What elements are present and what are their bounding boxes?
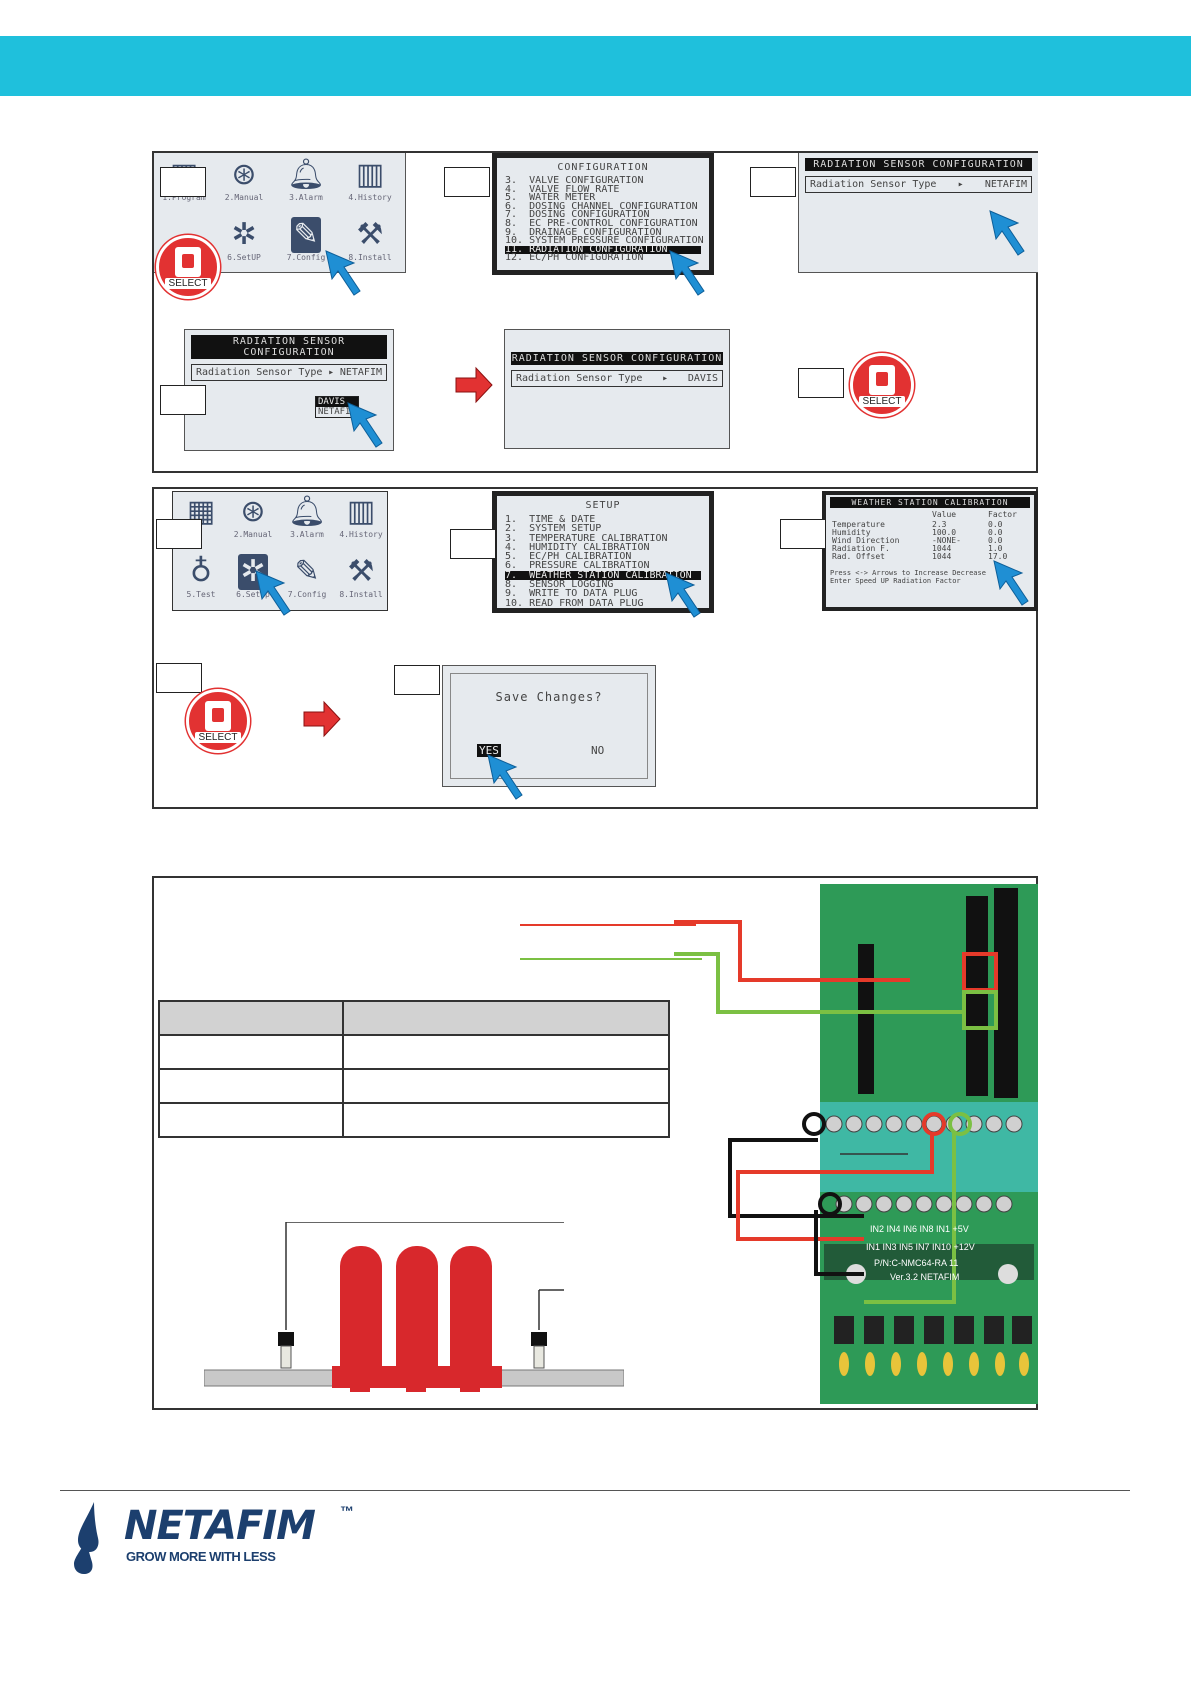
weather-row[interactable]: Wind Direction-NONE-0.0 [832,536,1003,545]
menu-item[interactable]: 10. READ FROM DATA PLUG [505,597,644,609]
green-legend-line [520,958,702,960]
select-button[interactable]: SELECT [850,353,914,417]
config-icon: ✎ [294,554,320,589]
manual-wheel-icon: ⊛ [231,157,257,192]
sensor-type-dropdown[interactable]: DAVIS NETAFIM [315,396,359,418]
menu-item[interactable]: 1. TIME & DATE [505,514,596,525]
radiation-type-row[interactable]: Radiation Sensor Type▸NETAFIM [805,176,1032,193]
history-book-icon: ▥ [355,157,385,192]
radiation-type-row[interactable]: Radiation Sensor Type▸NETAFIM [191,364,387,381]
netafim-drop-logo-icon [74,1502,99,1574]
save-changes-dialog: Save Changes? YES NO [442,665,656,787]
select-button[interactable]: SELECT [156,235,220,299]
brand-name: NETAFIM [124,1503,316,1549]
menu-item[interactable]: 6. DOSING CHANNEL CONFIGURATION [505,200,698,212]
menu-item[interactable]: 5. WATER METER [505,192,596,204]
red-arrow-right-icon [303,700,341,738]
menu-item[interactable]: 8. SENSOR LOGGING [505,579,614,591]
step-number-box [394,665,440,695]
menu-item[interactable]: 10. SYSTEM PRESSURE CONFIGURATION [505,235,704,247]
mouse-pointer-icon [325,250,361,296]
mouse-pointer-icon [665,572,701,618]
step-number-box [444,167,490,197]
board-inputs-row2: IN1 IN3 IN5 IN7 IN10 +12V [866,1242,975,1252]
menu-item[interactable]: 4. HUMIDITY CALIBRATION [505,541,650,553]
no-button[interactable]: NO [591,744,605,757]
mouse-pointer-icon [347,402,383,448]
menu-item[interactable]: 9. DRAINAGE CONFIGURATION [505,226,662,238]
menu-item[interactable]: 11. RADIATION CONFIGURATION [505,244,701,255]
step-number-box [156,519,202,549]
io-board-diagram [674,884,1038,1404]
menu-item[interactable]: 3. VALVE CONFIGURATION [505,175,644,186]
step-number-box [156,663,202,693]
menu-item[interactable]: 9. WRITE TO DATA PLUG [505,588,638,600]
header-band [0,36,1191,96]
history-book-icon: ▥ [346,494,376,529]
test-stethoscope-icon: ♁ [190,554,212,589]
brand-tm: ™ [340,1503,354,1519]
step-number-box [780,519,826,549]
alarm-bell-icon: 🔔︎ [287,494,327,529]
step-number-box [160,167,206,197]
step-number-box [798,368,844,398]
mouse-pointer-icon [989,210,1025,256]
connection-table [158,1000,670,1138]
install-tools-icon: ⚒ [356,217,384,252]
radiation-config-screen-dropdown: RADIATION SENSOR CONFIGURATION Radiation… [184,329,394,451]
steps-panel-radiation: ▦1.Program ⊛2.Manual 🔔︎3.Alarm ▥4.Histor… [152,151,1038,473]
red-arrow-right-icon [455,366,493,404]
mouse-pointer-icon [487,754,523,800]
footer-rule [60,1490,1130,1491]
board-inputs-row1: IN2 IN4 IN6 IN8 IN1 +5V [870,1224,969,1234]
yes-button[interactable]: YES [477,744,501,757]
menu-item[interactable]: 2. SYSTEM SETUP [505,523,602,535]
menu-item[interactable]: 12. EC/PH CONFIGURATION [505,252,644,264]
brand-tagline: GROW MORE WITH LESS [126,1549,276,1564]
main-menu-screen-b: ▦ ⊛2.Manual 🔔︎3.Alarm ▥4.History ♁5.Test… [172,491,388,611]
setup-icon: ✲ [231,217,257,252]
hand-icon [205,701,231,731]
manual-wheel-icon: ⊛ [240,494,266,529]
hand-icon [869,365,895,395]
menu-item[interactable]: 4. VALVE FLOW RATE [505,183,620,195]
radiation-config-screen-davis: RADIATION SENSOR CONFIGURATION Radiation… [504,329,730,449]
menu-item[interactable]: 7. DOSING CONFIGURATION [505,209,650,221]
mouse-pointer-icon [255,570,291,616]
step-number-box [450,529,496,559]
step-number-box [750,167,796,197]
config-icon: ✎ [291,217,321,253]
step-number-box [160,385,206,415]
alarm-bell-icon: 🔔︎ [286,157,326,192]
steps-panel-weather: ▦ ⊛2.Manual 🔔︎3.Alarm ▥4.History ♁5.Test… [152,487,1038,809]
menu-item[interactable]: 3. TEMPERATURE CALIBRATION [505,532,668,544]
mouse-pointer-icon [993,560,1029,606]
filter-manifold-diagram [204,1222,624,1392]
menu-item[interactable]: 6. PRESSURE CALIBRATION [505,560,650,572]
board-part-number: P/N:C-NMC64-RA 11 [874,1258,959,1268]
board-version: Ver.3.2 NETAFIM [890,1272,960,1282]
menu-item[interactable]: 7. WEATHER STATION CALIBRATION [505,570,701,580]
mouse-pointer-icon [669,250,705,296]
select-button[interactable]: SELECT [186,689,250,753]
red-legend-line [520,924,696,926]
radiation-config-screen-netafim: RADIATION SENSOR CONFIGURATION Radiation… [798,153,1038,273]
install-tools-icon: ⚒ [347,554,375,589]
radiation-type-row[interactable]: Radiation Sensor Type▸DAVIS [511,370,723,387]
menu-item[interactable]: 5. EC/PH CALIBRATION [505,551,632,563]
menu-item[interactable]: 8. EC PRE-CONTROL CONFIGURATION [505,217,698,229]
wiring-panel: P/N:C-NMC64-RA 11 Ver.3.2 NETAFIM IN2 IN… [152,876,1038,1410]
hand-icon [175,247,201,277]
